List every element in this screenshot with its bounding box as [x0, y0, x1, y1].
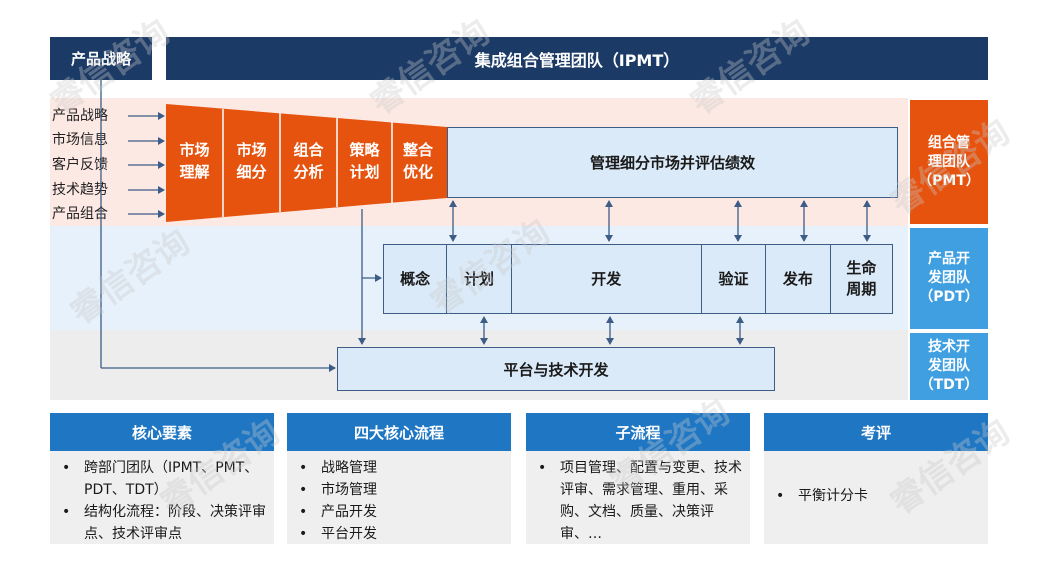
phase-release: 发布 [766, 245, 831, 313]
funnel-step-market-segmentation: 市场 细分 [236, 141, 267, 181]
phase-lifecycle: 生命 周期 [846, 259, 877, 298]
tdt-team-label: 技术开 发团队 （TDT） [910, 333, 988, 400]
pdt-team-label: 产品开 发团队 （PDT） [910, 228, 988, 329]
pmt-team-label: 组合管 理团队 （PMT） [910, 100, 988, 224]
funnel-step-integration-optimization: 整合 优化 [402, 141, 433, 181]
list-item: 平台开发 [295, 523, 503, 545]
sub-processes-body: 项目管理、配置与变更、技术评审、需求管理、重用、采购、文档、质量、决策评审、… [526, 451, 750, 544]
platform-tech-dev-box: 平台与技术开发 [337, 347, 775, 391]
ipmt-header: 集成组合管理团队（IPMT） [166, 37, 988, 80]
four-core-processes-body: 战略管理 市场管理 产品开发 平台开发 [287, 451, 511, 545]
phase-concept: 概念 [384, 245, 448, 313]
list-item: 市场管理 [295, 479, 503, 501]
list-item: 项目管理、配置与变更、技术评审、需求管理、重用、采购、文档、质量、决策评审、… [534, 457, 742, 545]
funnel-step-market-understanding: 市场 理解 [179, 141, 210, 181]
phase-development: 开发 [512, 245, 702, 313]
pdt-phase-bar: 概念 计划 开发 验证 发布 生命 周期 [383, 244, 893, 314]
list-item: 平衡计分卡 [772, 485, 980, 507]
list-item: 跨部门团队（IPMT、PMT、PDT、TDT） [58, 457, 266, 501]
funnel-step-strategy-plan: 策略 计划 [349, 141, 380, 181]
core-elements-body: 跨部门团队（IPMT、PMT、PDT、TDT） 结构化流程：阶段、决策评审点、技… [50, 451, 274, 544]
manage-segments-box: 管理细分市场并评估绩效 [447, 127, 898, 198]
core-elements-header: 核心要素 [50, 413, 274, 451]
list-item: 战略管理 [295, 457, 503, 479]
input-product-portfolio: 产品组合 [52, 206, 108, 222]
product-strategy-header: 产品战略 [50, 37, 152, 80]
input-product-strategy: 产品战略 [52, 108, 108, 124]
phase-verification: 验证 [702, 245, 767, 313]
input-tech-trends: 技术趋势 [52, 182, 108, 198]
phase-plan: 计划 [447, 245, 512, 313]
four-core-processes-header: 四大核心流程 [287, 413, 511, 451]
list-item: 产品开发 [295, 501, 503, 523]
funnel-step-portfolio-analysis: 组合 分析 [293, 141, 324, 181]
list-item: 结构化流程：阶段、决策评审点、技术评审点 [58, 501, 266, 545]
evaluation-body: 平衡计分卡 [764, 451, 988, 544]
sub-processes-header: 子流程 [526, 413, 750, 451]
input-customer-feedback: 客户反馈 [52, 157, 108, 173]
evaluation-header: 考评 [764, 413, 988, 451]
input-market-info: 市场信息 [52, 132, 108, 148]
